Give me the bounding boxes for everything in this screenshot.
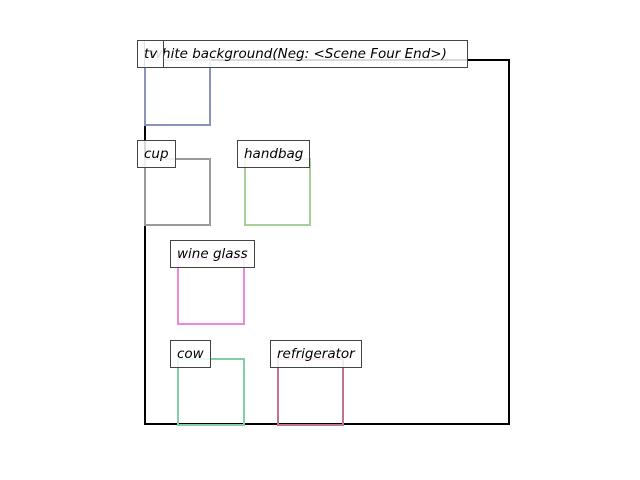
handbag-box — [244, 158, 311, 226]
refrigerator-label: refrigerator — [270, 340, 362, 368]
cup-box — [144, 158, 211, 226]
cow-box — [177, 358, 245, 426]
tv-box — [144, 59, 211, 126]
cup-label: cup — [137, 140, 176, 168]
scene-caption: white background(Neg: <Scene Four End>) — [144, 40, 468, 68]
handbag-label: handbag — [237, 140, 311, 168]
tv-label: tv — [137, 40, 165, 68]
refrigerator-box — [277, 358, 344, 426]
cow-label: cow — [170, 340, 211, 368]
wine-glass-label: wine glass — [170, 240, 255, 268]
wine-glass-box — [177, 258, 245, 325]
